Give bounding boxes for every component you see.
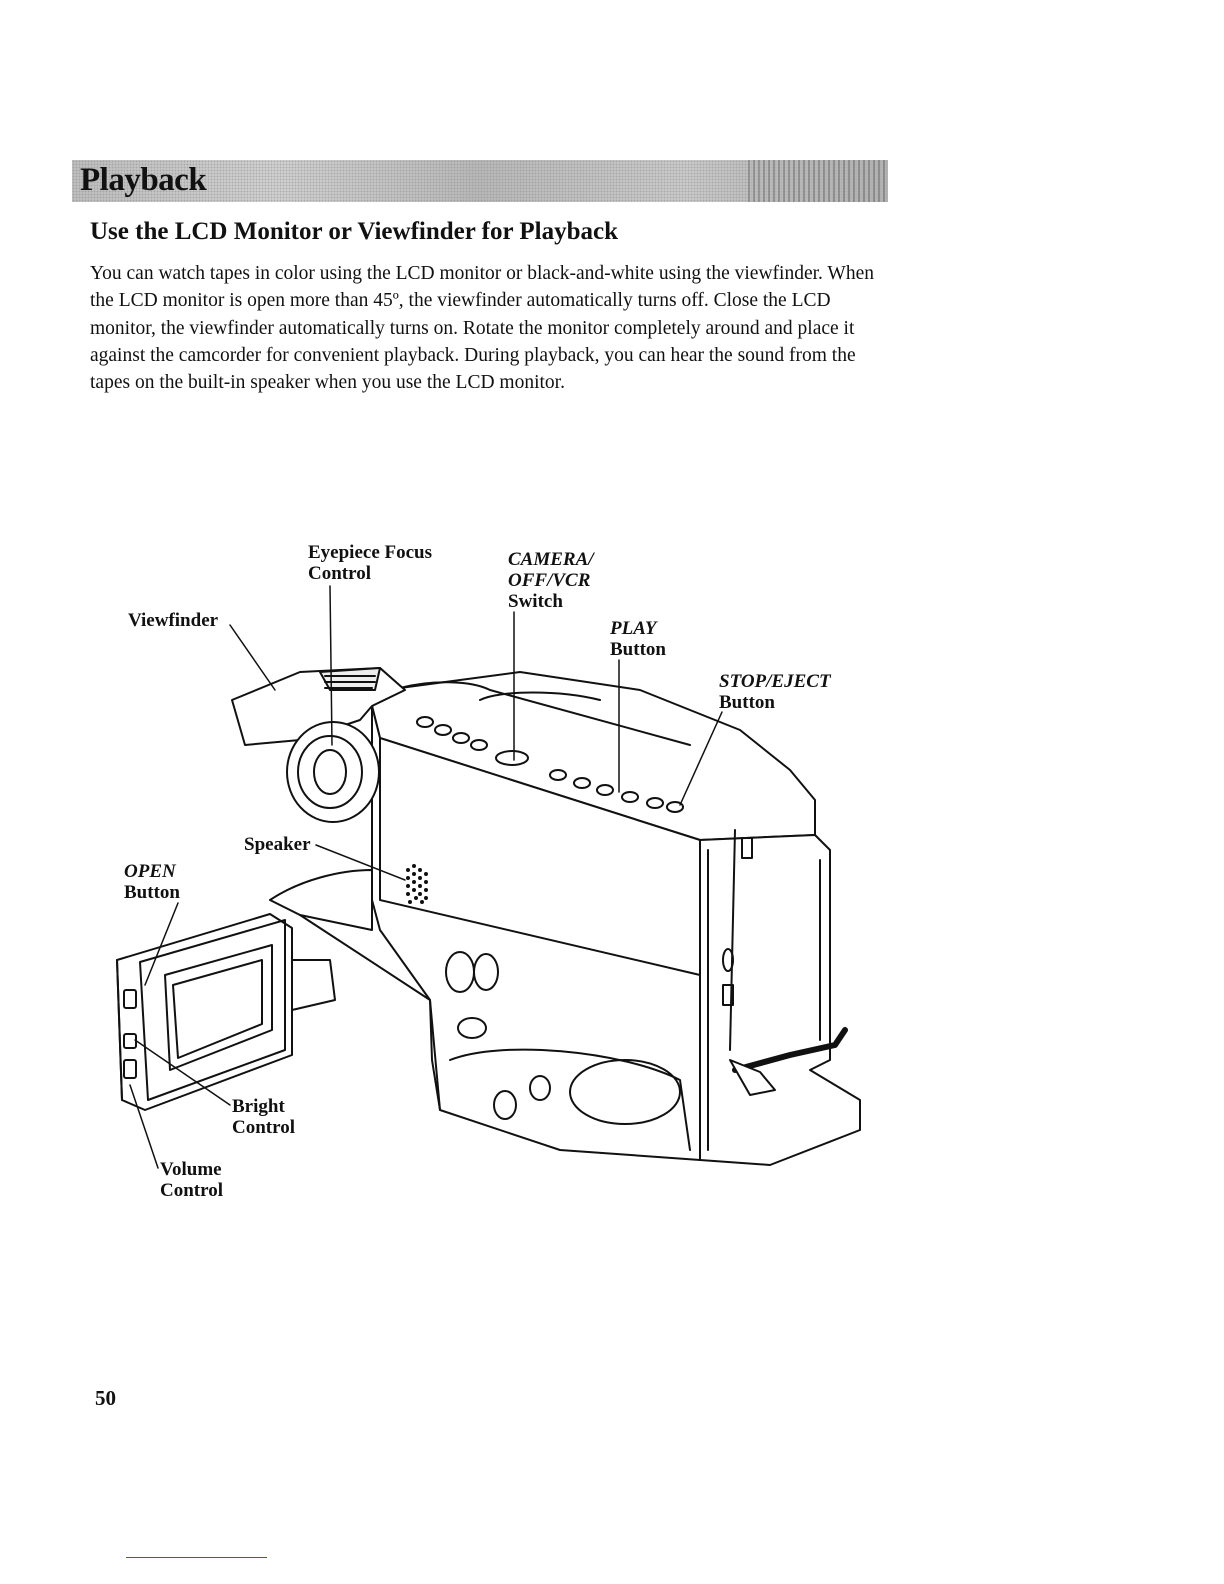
section-header-bar: Playback	[72, 160, 888, 202]
section-header-title: Playback	[80, 162, 207, 198]
viewfinder-label: Viewfinder	[128, 610, 219, 631]
page-number: 50	[95, 1386, 116, 1410]
footer-rule	[126, 1557, 267, 1558]
speaker-label: Speaker	[244, 834, 311, 855]
intro-paragraph: You can watch tapes in color using the L…	[90, 263, 874, 394]
camcorder-drawing	[116, 585, 861, 1169]
page-title: Use the LCD Monitor or Viewfinder for Pl…	[90, 218, 618, 245]
